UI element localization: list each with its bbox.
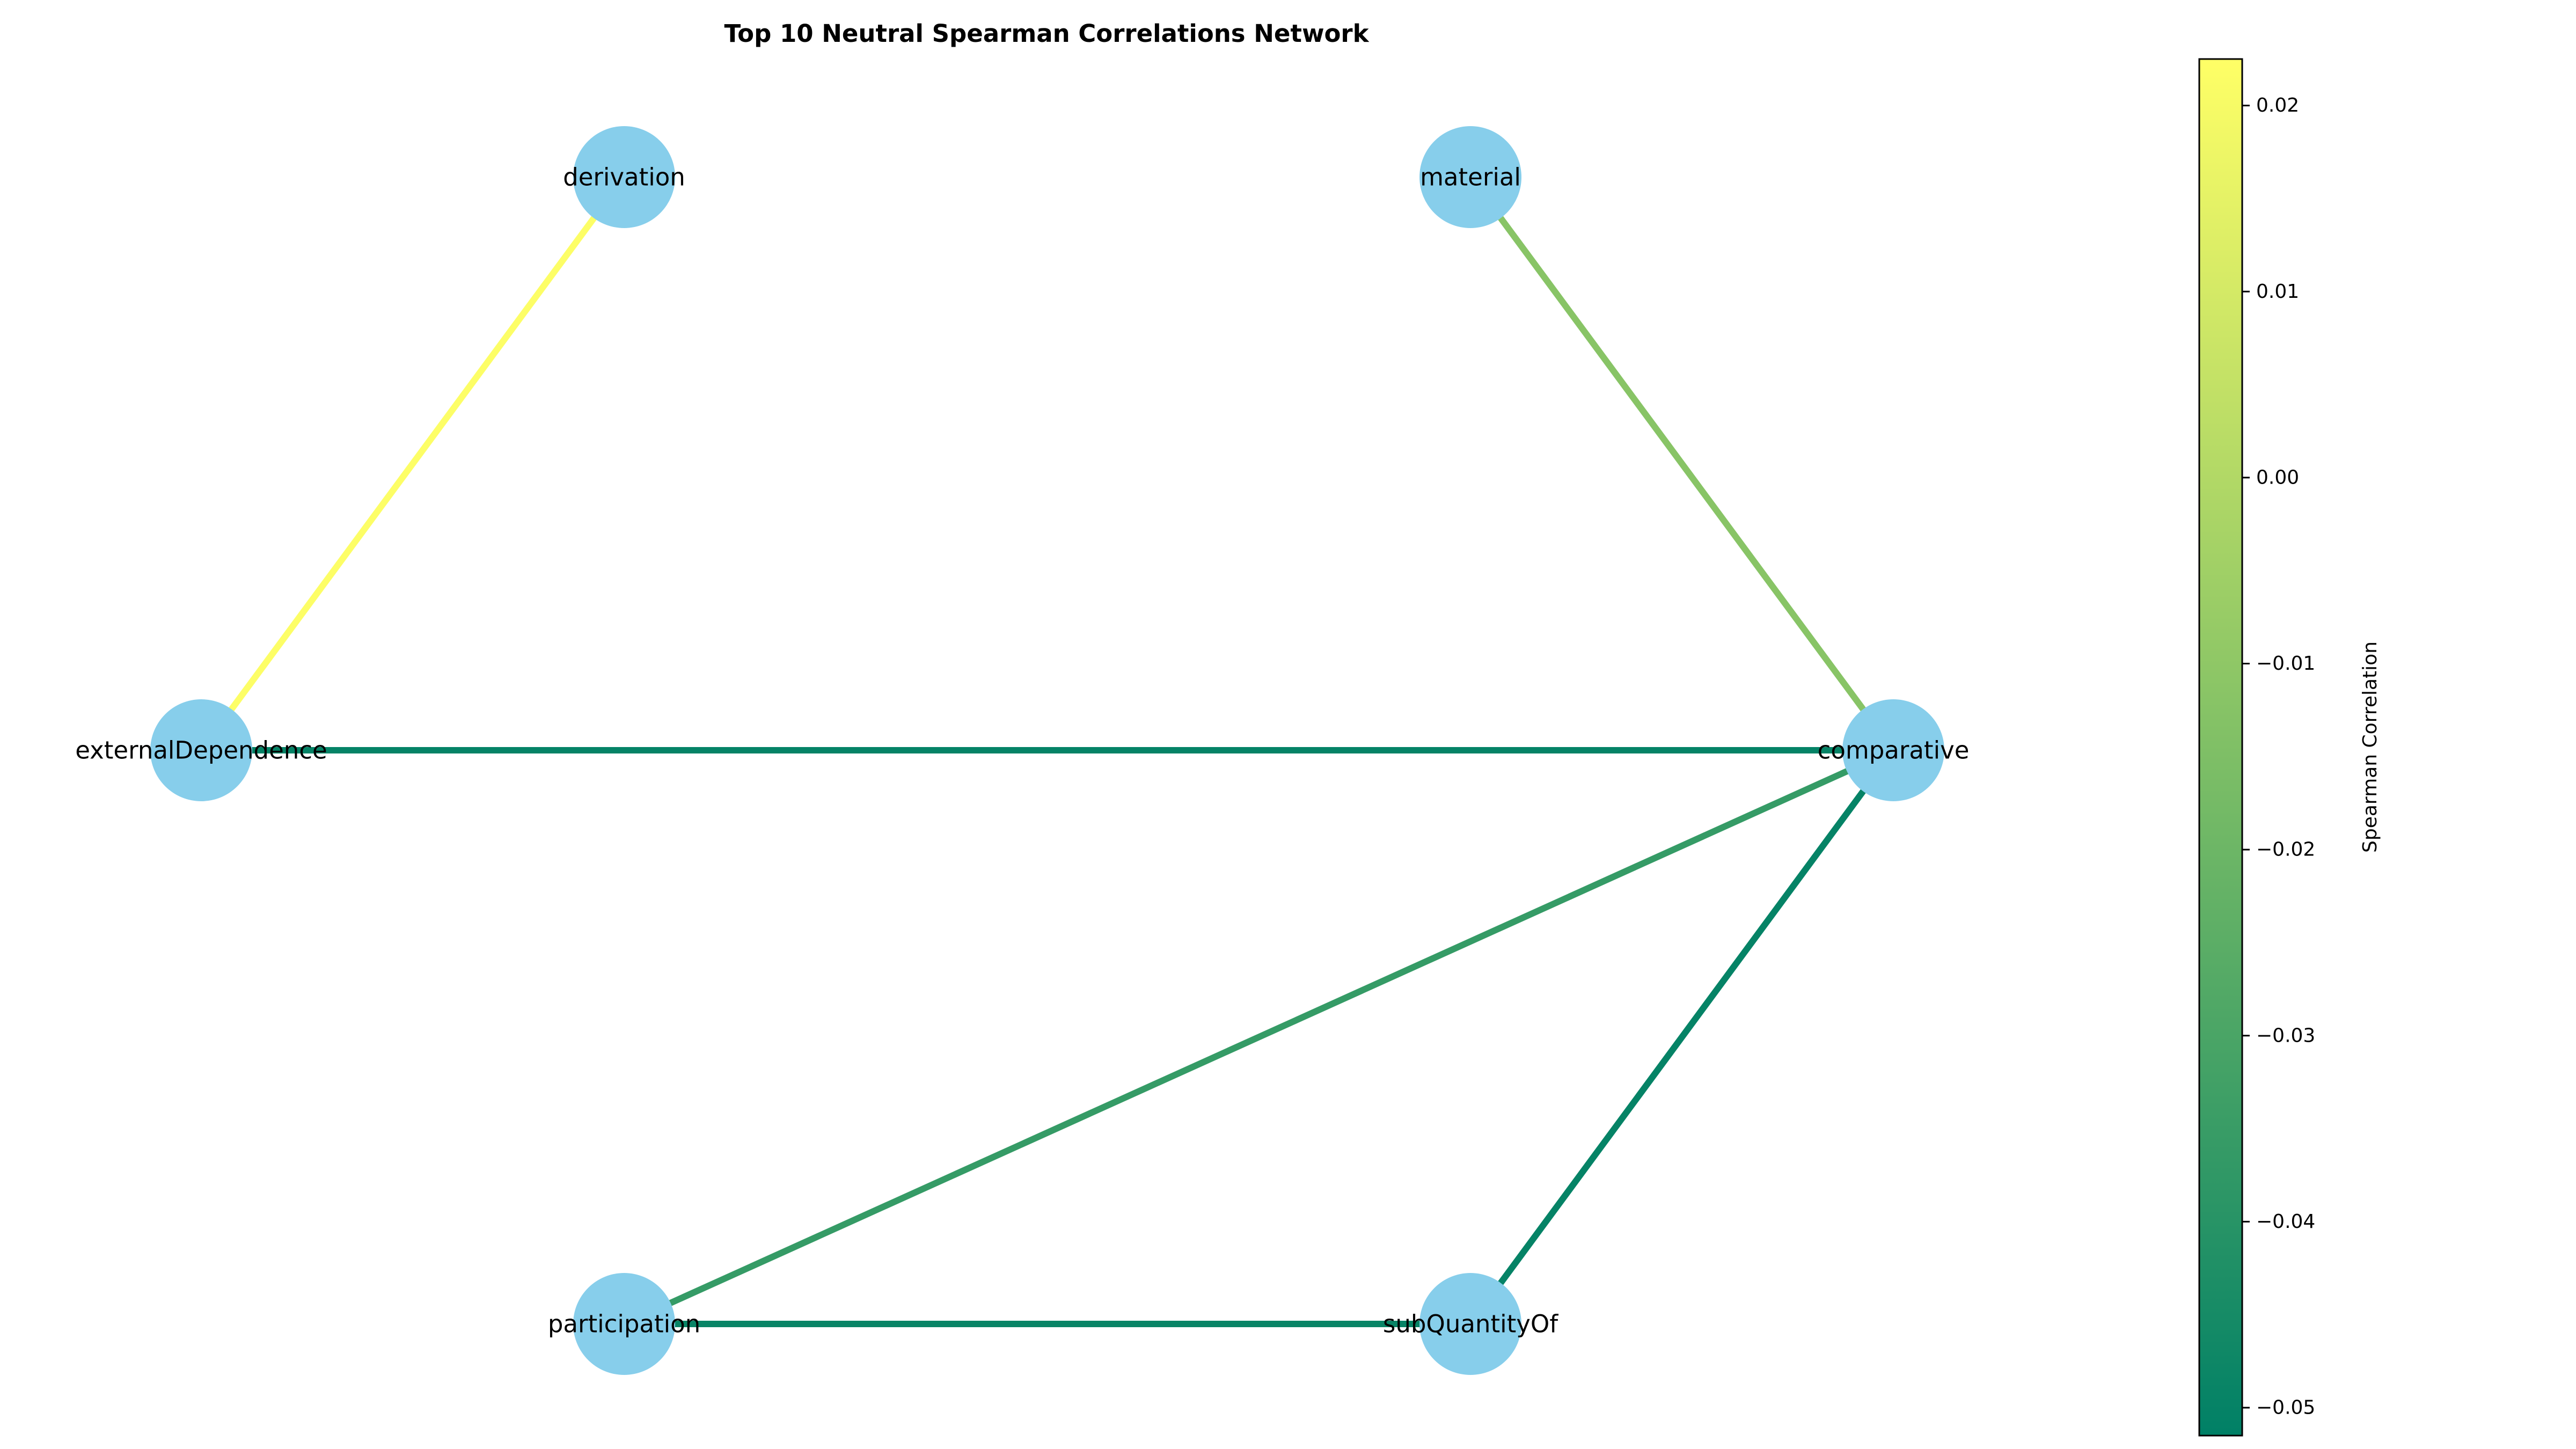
colorbar-tick-label: −0.04: [2256, 1211, 2315, 1233]
colorbar-tick-label: 0.02: [2256, 94, 2299, 116]
edge-derivation-externalDependence: [199, 175, 627, 752]
colorbar-tick-label: 0.00: [2256, 466, 2299, 488]
colorbar-ticks: 0.02 0.01 0.00 −0.01 −0.02 −0.03 −0.04 −0.05: [2242, 94, 2315, 1419]
node-label-subQuantityOf: subQuantityOf: [1383, 1310, 1558, 1338]
labels-layer: derivation material externalDependence comp…: [75, 163, 1969, 1338]
node-participation: [573, 1273, 675, 1375]
node-material: [1419, 126, 1521, 228]
colorbar-tick-label: −0.02: [2256, 839, 2315, 861]
edge-material-comparative: [1468, 175, 1896, 752]
node-derivation: [573, 126, 675, 228]
node-subQuantityOf: [1419, 1273, 1521, 1375]
colorbar-tick-label: −0.03: [2256, 1024, 2315, 1046]
colorbar-label: Spearman Correlation: [2359, 641, 2381, 853]
node-label-material: material: [1420, 163, 1521, 192]
nodes-layer: [150, 126, 1944, 1375]
node-label-comparative: comparative: [1818, 736, 1970, 765]
node-label-derivation: derivation: [563, 163, 685, 192]
colorbar-tick-label: −0.05: [2256, 1397, 2315, 1419]
node-label-externalDependence: externalDependence: [75, 736, 327, 765]
edges-layer: [199, 175, 1896, 1327]
chart-title: Top 10 Neutral Spearman Correlations Net…: [724, 19, 1369, 48]
edge-participation-comparative: [623, 747, 1895, 1327]
edge-subQuantityOf-comparative: [1468, 748, 1896, 1326]
node-label-participation: participation: [548, 1310, 700, 1338]
node-comparative: [1842, 699, 1944, 801]
colorbar-gradient: [2198, 58, 2243, 1437]
colorbar-tick-label: −0.01: [2256, 653, 2315, 675]
node-externalDependence: [150, 699, 252, 801]
colorbar-tick-label: 0.01: [2256, 281, 2299, 303]
colorbar: 0.02 0.01 0.00 −0.01 −0.02 −0.03 −0.04 −0.05 Sp…: [2198, 58, 2381, 1437]
